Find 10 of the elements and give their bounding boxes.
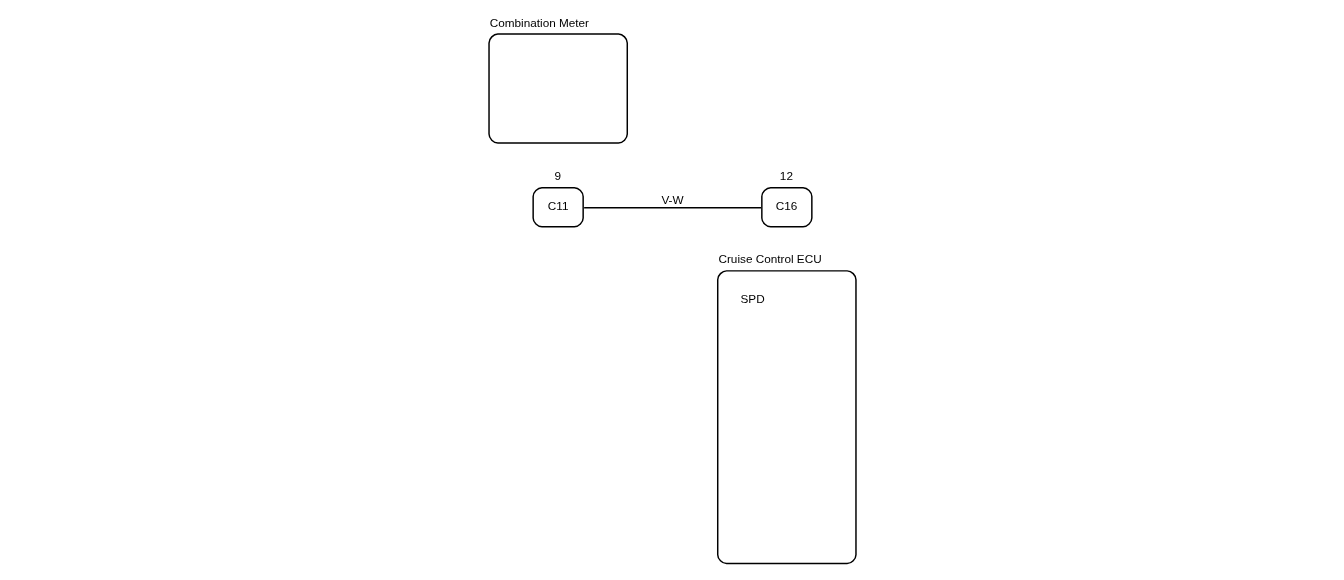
edge-label: V-W <box>660 192 684 206</box>
connector <box>582 206 762 209</box>
node-box <box>487 33 628 144</box>
node-label: 9 <box>553 169 561 183</box>
node-box: C16 <box>760 187 813 228</box>
node-label: Combination Meter <box>489 15 589 29</box>
node-label: 12 <box>779 169 793 183</box>
node-label: Cruise Control ECU <box>717 252 822 266</box>
node-box: C11 <box>531 187 584 228</box>
node-box: SPD <box>716 270 857 565</box>
